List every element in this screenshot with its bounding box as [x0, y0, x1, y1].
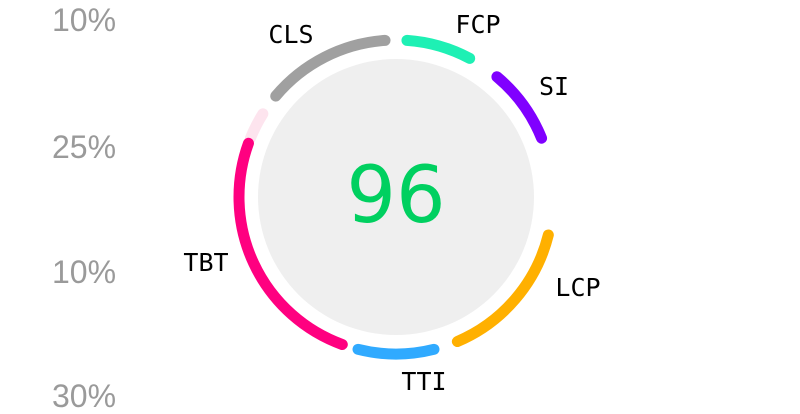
tbt-arc — [233, 137, 348, 351]
lcp-arc — [451, 229, 554, 348]
weight-label: 10% — [52, 2, 117, 38]
si-label: SI — [539, 72, 569, 101]
weight-label: 10% — [52, 254, 117, 290]
gauge-inner-circle — [258, 59, 534, 335]
cls-label: CLS — [268, 20, 313, 49]
score-gauge: FCP SI LCP TTI TBT CLS 96 — [183, 10, 600, 396]
fcp-label: FCP — [455, 10, 500, 39]
si-arc — [491, 71, 548, 144]
weight-label: 25% — [52, 129, 117, 165]
tti-label: TTI — [401, 367, 446, 396]
lcp-label: LCP — [555, 273, 600, 302]
fcp-arc — [401, 34, 476, 64]
cls-arc — [270, 34, 391, 102]
tbt-remainder-arc — [244, 108, 269, 144]
performance-score: 96 — [346, 151, 445, 241]
tti-arc — [352, 343, 440, 360]
tbt-label: TBT — [183, 248, 228, 277]
